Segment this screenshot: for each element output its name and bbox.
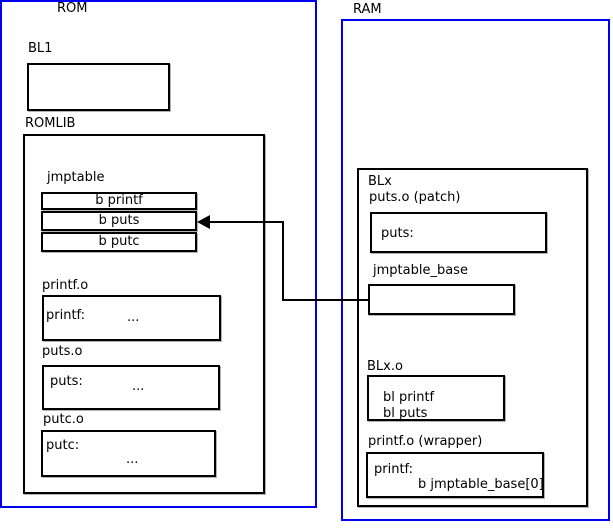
puts-patch-symbol: puts: <box>381 226 414 241</box>
blx-o-box: bl printf bl puts <box>367 375 505 421</box>
printf-o-wrapper-box: printf: b jmptable_base[0] <box>366 452 544 498</box>
puts-o-patch-box: puts: <box>370 212 547 253</box>
putc-o-label: putc.o <box>43 412 84 427</box>
blx-o-code: bl printf bl puts <box>383 390 434 422</box>
arrowhead-left-icon <box>197 215 210 229</box>
puts-symbol: puts: <box>50 374 83 389</box>
jmptable-base-label: jmptable_base <box>373 263 468 278</box>
blx-o-code-line-1: bl printf <box>383 390 435 405</box>
putc-o-box: putc: ... <box>41 430 216 477</box>
printf-wrapper-symbol: printf: <box>374 462 414 477</box>
jmptable-row-b-printf: b printf <box>41 192 197 210</box>
ram-region-box <box>341 19 610 521</box>
rom-region-box <box>0 0 317 508</box>
romlib-label: ROMLIB <box>25 116 76 131</box>
printf-symbol: printf: <box>46 308 86 323</box>
printf-o-wrapper-label: printf.o (wrapper) <box>368 434 483 449</box>
puts-o-label: puts.o <box>42 344 83 359</box>
putc-symbol: putc: <box>46 438 80 453</box>
puts-o-box: puts: ... <box>42 365 220 410</box>
blx-label: BLx <box>368 174 392 189</box>
jmptable-label: jmptable <box>47 170 105 185</box>
puts-body-ellipsis: ... <box>132 379 145 394</box>
printf-o-label: printf.o <box>42 278 89 293</box>
rom-region-label: ROM <box>57 1 88 16</box>
connector-line-horizontal-bottom <box>282 299 368 301</box>
printf-body-ellipsis: ... <box>127 310 140 325</box>
connector-line-horizontal-top <box>208 221 284 223</box>
printf-wrapper-instruction: b jmptable_base[0] <box>418 477 544 492</box>
putc-body-ellipsis: ... <box>126 452 139 467</box>
blx-o-code-line-2: bl puts <box>383 406 428 421</box>
bl1-box <box>27 63 170 111</box>
jmptable-row-b-putc: b putc <box>41 232 197 252</box>
jmptable-base-box <box>368 284 515 315</box>
printf-o-box: printf: ... <box>42 295 221 341</box>
jmptable-row-b-puts: b puts <box>41 211 197 231</box>
bl1-label: BL1 <box>28 41 53 56</box>
puts-o-patch-label: puts.o (patch) <box>369 190 461 205</box>
connector-line-vertical <box>282 221 284 301</box>
blx-o-label: BLx.o <box>367 359 403 374</box>
ram-region-label: RAM <box>353 2 382 17</box>
